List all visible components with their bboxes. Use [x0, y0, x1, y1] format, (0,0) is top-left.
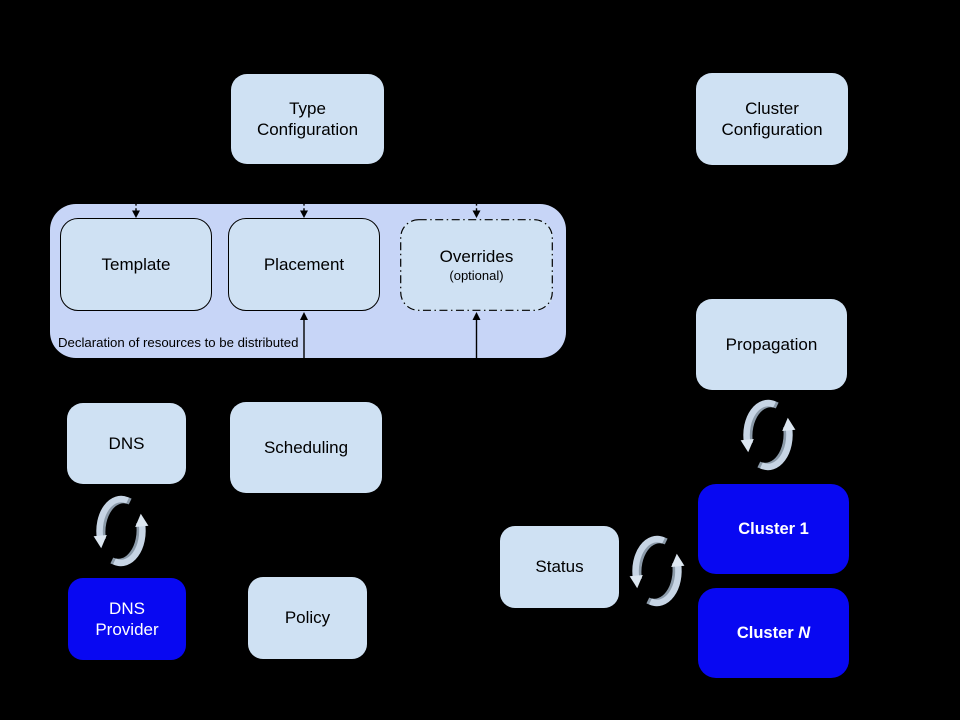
node-label-prefix: Cluster [736, 623, 799, 642]
node-cluster-configuration: Cluster Configuration [696, 73, 848, 165]
node-status: Status [500, 526, 619, 608]
node-label: Cluster Configuration [721, 98, 823, 139]
node-scheduling: Scheduling [230, 402, 382, 493]
node-placement: Placement [228, 218, 380, 311]
node-cluster-n: Cluster N [698, 588, 849, 678]
node-label: Cluster N [737, 623, 810, 644]
sync-icon [630, 539, 685, 603]
node-propagation: Propagation [696, 299, 847, 390]
node-label: Type Configuration [256, 98, 359, 139]
sync-icon [94, 499, 149, 563]
node-label: Status [535, 557, 584, 577]
node-dns: DNS [67, 403, 186, 484]
node-dns-provider: DNS Provider [68, 578, 186, 660]
declaration-caption: Declaration of resources to be distribut… [58, 335, 299, 350]
node-label: Overrides [439, 246, 514, 266]
node-type-configuration: Type Configuration [231, 74, 384, 164]
node-template: Template [60, 218, 212, 311]
node-label: DNS [108, 433, 145, 453]
node-label: Template [101, 254, 171, 274]
node-cluster-1: Cluster 1 [698, 484, 849, 574]
node-label: Propagation [725, 334, 818, 354]
node-label: DNS Provider [95, 598, 159, 639]
node-overrides: Overrides (optional) [400, 219, 553, 311]
node-sublabel: (optional) [449, 268, 504, 283]
node-label: Policy [284, 608, 331, 628]
node-policy: Policy [248, 577, 367, 659]
node-label: Scheduling [263, 437, 349, 457]
node-label: Placement [263, 254, 345, 274]
node-label: Cluster 1 [738, 519, 809, 538]
sync-icon [741, 403, 796, 467]
node-label-suffix: N [798, 623, 811, 642]
